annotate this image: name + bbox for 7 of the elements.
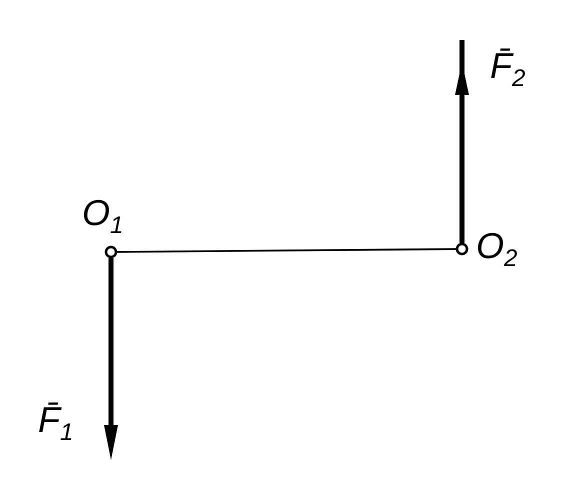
point-circle [104, 246, 118, 258]
point-label: O$_{1}$ [82, 195, 124, 238]
point-label: O$_{2}$ [476, 228, 518, 272]
connecting-line [116, 248, 457, 253]
point-circle [456, 242, 468, 256]
force-label: F̄$_{1}$ [38, 402, 74, 446]
force-label: F̄$_{2}$ [490, 48, 526, 92]
